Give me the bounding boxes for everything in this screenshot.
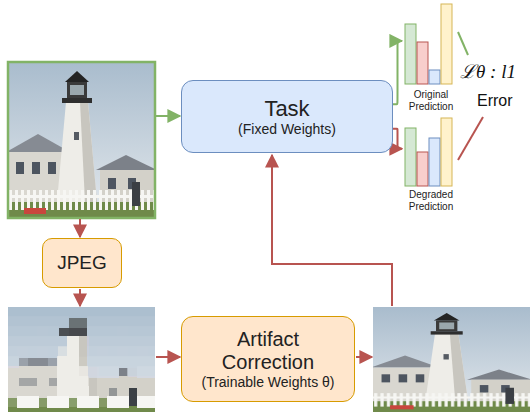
- process-box: JPEG: [42, 238, 122, 288]
- prediction-chart: Original Prediction: [402, 1, 460, 115]
- pixelated-scene: [8, 307, 155, 412]
- restored-photo: [373, 307, 530, 412]
- flow-arrow: [356, 356, 372, 358]
- photo-scene: [8, 62, 155, 218]
- bar: [417, 152, 428, 186]
- loss-line: [458, 117, 483, 160]
- flow-arrow: [79, 289, 81, 306]
- bar: [441, 4, 452, 84]
- box-title: Artifact Correction: [190, 328, 346, 374]
- process-box: Artifact Correction(Trainable Weights θ): [181, 316, 355, 402]
- bar: [405, 24, 416, 84]
- box-title: JPEG: [57, 252, 107, 274]
- photo-scene: [8, 307, 155, 412]
- flow-arrow: [393, 129, 402, 149]
- loss-formula: ℒθ : l1: [460, 58, 516, 84]
- flow-arrow: [79, 219, 81, 237]
- photo-border: [8, 62, 155, 218]
- bar: [429, 70, 440, 84]
- original-photo: [8, 62, 155, 218]
- box-title: Original Prediction: [402, 89, 460, 112]
- original-bars: [405, 4, 452, 84]
- loss-label: Error: [477, 92, 513, 110]
- box-subtitle: (Fixed Weights): [238, 121, 336, 137]
- feedback-arrow: [272, 155, 392, 306]
- flow-arrow: [393, 41, 402, 104]
- flow-arrow: [156, 356, 180, 358]
- box-title: Degraded Prediction: [402, 189, 460, 212]
- loss-line: [458, 32, 468, 55]
- bar: [441, 118, 452, 186]
- task-box: Task(Fixed Weights): [181, 80, 393, 153]
- box-subtitle: (Trainable Weights θ): [201, 374, 334, 390]
- box-title: Task: [264, 96, 309, 121]
- degraded-bars: [405, 118, 452, 186]
- compressed-photo: [8, 307, 155, 412]
- bar: [417, 42, 428, 84]
- photo-scene: [373, 307, 530, 412]
- prediction-chart: Degraded Prediction: [402, 113, 460, 215]
- bar: [429, 138, 440, 186]
- bar: [405, 128, 416, 186]
- flow-arrow: [156, 115, 180, 117]
